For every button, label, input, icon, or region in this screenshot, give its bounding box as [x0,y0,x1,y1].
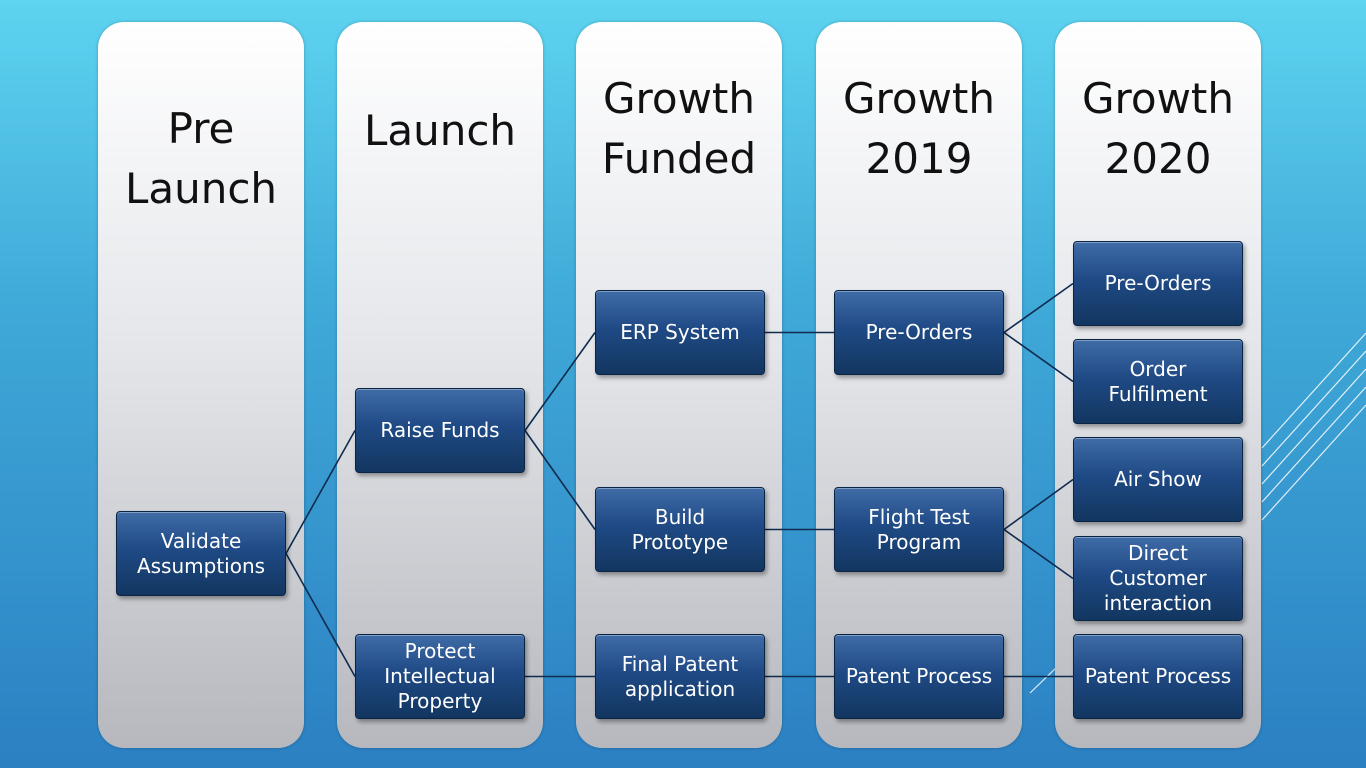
connector-raise_funds-to-erp_system [524,332,596,431]
node-build-prototype: Build Prototype [595,487,765,572]
node-erp-system: ERP System [595,290,765,375]
column-title-launch: Launch [363,106,517,155]
node-patent-process-2020: Patent Process [1073,634,1243,719]
connector-pre_orders_2019-to-order_fulfilment [1003,331,1074,383]
connector-pre_orders_2019-to-pre_orders_2020 [1003,282,1074,334]
column-pre-launch: Pre Launch [98,22,304,748]
connector-flight_test_program-to-direct_customer_interaction [1003,528,1074,580]
node-protect-intellectual-property: Protect Intellectual Property [355,634,525,719]
node-flight-test-program: Flight Test Program [834,487,1004,572]
column-title-growth-2020: Growth 2020 [1081,74,1235,183]
node-raise-funds: Raise Funds [355,388,525,473]
node-direct-customer-interaction: Direct Customer interaction [1073,536,1243,621]
column-title-growth-2019: Growth 2019 [842,74,996,183]
node-pre-orders-2019: Pre-Orders [834,290,1004,375]
connector-flight_test_program-to-air_show [1003,478,1074,531]
column-title-pre-launch: Pre Launch [124,104,278,213]
node-pre-orders-2020: Pre-Orders [1073,241,1243,326]
node-final-patent-application: Final Patent application [595,634,765,719]
connector-validate_assumptions-to-raise_funds [285,430,356,554]
node-order-fulfilment: Order Fulfilment [1073,339,1243,424]
column-title-growth-funded: Growth Funded [601,74,757,183]
column-growth-funded: Growth Funded [576,22,782,748]
column-growth-2019: Growth 2019 [816,22,1022,748]
connector-validate_assumptions-to-protect_ip [285,553,356,677]
column-launch: Launch [337,22,543,748]
node-patent-process-2019: Patent Process [834,634,1004,719]
node-air-show: Air Show [1073,437,1243,522]
node-validate-assumptions: Validate Assumptions [116,511,286,596]
connector-raise_funds-to-build_prototype [524,430,596,530]
